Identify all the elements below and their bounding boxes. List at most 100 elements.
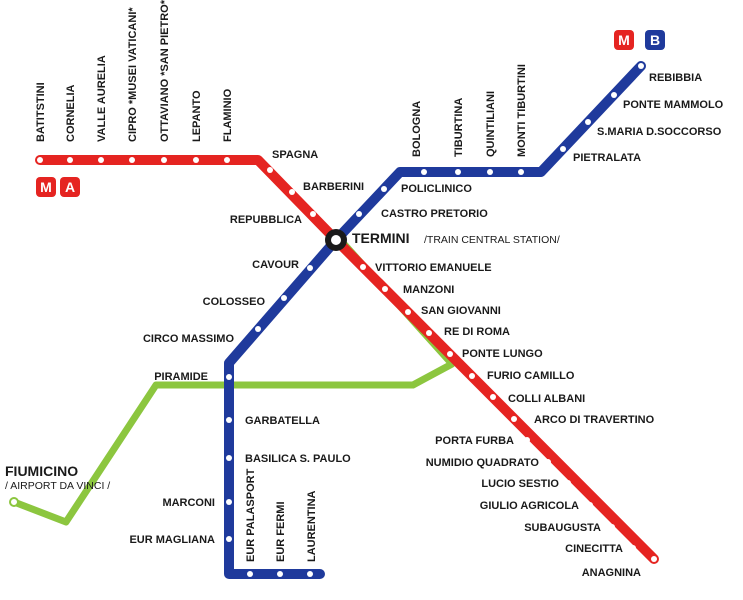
station-marker xyxy=(129,157,135,163)
station-label: ANAGNINA xyxy=(582,567,641,579)
station-label: POLICLINICO xyxy=(401,183,472,195)
station-label: PONTE LUNGO xyxy=(462,348,543,360)
station-marker xyxy=(226,417,232,423)
station-label: VALLE AURELIA xyxy=(96,55,108,142)
station-marker xyxy=(630,545,636,551)
station-label: CIPRO *MUSEI VATICANI* xyxy=(127,7,139,142)
station-label: FURIO CAMILLO xyxy=(487,370,575,382)
termini-note: /TRAIN CENTRAL STATION/ xyxy=(424,234,560,246)
line-b-stops xyxy=(226,63,644,577)
station-label: EUR MAGLIANA xyxy=(129,534,215,546)
station-marker xyxy=(545,459,551,465)
metro-symbol-a: M xyxy=(40,179,52,195)
station-marker xyxy=(611,92,617,98)
line-a-track xyxy=(35,155,659,564)
station-marker xyxy=(281,295,287,301)
station-marker xyxy=(307,571,313,577)
line-b-letter: B xyxy=(650,32,660,48)
station-marker xyxy=(609,524,615,530)
fiumicino-label: FIUMICINO xyxy=(5,463,78,479)
station-marker xyxy=(224,157,230,163)
station-label: BARBERINI xyxy=(303,181,364,193)
station-label: CORNELIA xyxy=(65,85,77,143)
station-marker xyxy=(226,499,232,505)
station-label: BASILICA S. PAULO xyxy=(245,453,351,465)
termini-interchange-marker xyxy=(325,229,347,251)
fiumicino-terminus xyxy=(9,497,19,507)
station-marker xyxy=(381,186,387,192)
station-label: FLAMINIO xyxy=(222,88,234,142)
station-marker xyxy=(161,157,167,163)
station-marker xyxy=(356,211,362,217)
station-label: PIRAMIDE xyxy=(154,371,208,383)
station-marker xyxy=(307,265,313,271)
station-marker xyxy=(447,351,453,357)
station-label: BATITSTINI xyxy=(35,82,47,142)
station-marker xyxy=(98,157,104,163)
station-label: ARCO DI TRAVERTINO xyxy=(534,414,655,426)
station-label: EUR FERMI xyxy=(275,502,287,563)
station-label: REBIBBIA xyxy=(649,72,702,84)
station-label: GIULIO AGRICOLA xyxy=(480,500,579,512)
station-marker xyxy=(585,119,591,125)
station-label: COLOSSEO xyxy=(203,296,266,308)
station-marker xyxy=(226,536,232,542)
station-marker xyxy=(518,169,524,175)
station-label: PONTE MAMMOLO xyxy=(623,99,724,111)
station-label: LEPANTO xyxy=(191,90,203,142)
station-label: OTTAVIANO *SAN PIETRO* xyxy=(159,0,171,142)
station-marker xyxy=(487,169,493,175)
station-marker xyxy=(426,330,432,336)
station-marker xyxy=(277,571,283,577)
station-label: CIRCO MASSIMO xyxy=(143,333,235,345)
station-marker xyxy=(310,211,316,217)
station-label: BOLOGNA xyxy=(411,101,423,157)
termini-label: TERMINI xyxy=(352,230,410,246)
station-marker xyxy=(193,157,199,163)
station-marker xyxy=(638,63,644,69)
station-label: NUMIDIO QUADRATO xyxy=(426,457,540,469)
station-label: MANZONI xyxy=(403,284,454,296)
station-marker xyxy=(247,571,253,577)
station-label: COLLI ALBANI xyxy=(508,393,585,405)
station-label: QUINTILIANI xyxy=(485,91,497,157)
station-label: PORTA FURBA xyxy=(435,435,514,447)
station-label: CINECITTA xyxy=(565,543,623,555)
station-label: LUCIO SESTIO xyxy=(481,478,559,490)
station-marker xyxy=(651,556,657,562)
station-label: MARCONI xyxy=(162,497,215,509)
station-marker xyxy=(267,167,273,173)
station-label: RE DI ROMA xyxy=(444,326,510,338)
station-marker xyxy=(560,146,566,152)
station-marker xyxy=(67,157,73,163)
station-marker xyxy=(421,169,427,175)
station-label: VITTORIO EMANUELE xyxy=(375,262,492,274)
station-label: EUR PALASPORT xyxy=(245,468,257,562)
station-label: GARBATELLA xyxy=(245,415,320,427)
station-label: S.MARIA D.SOCCORSO xyxy=(597,126,722,138)
station-marker xyxy=(455,169,461,175)
station-marker xyxy=(405,309,411,315)
station-label: LAURENTINA xyxy=(306,490,318,562)
station-label: SPAGNA xyxy=(272,149,318,161)
station-marker xyxy=(255,326,261,332)
station-marker xyxy=(511,416,517,422)
station-label: TIBURTINA xyxy=(453,98,465,157)
station-marker xyxy=(37,157,43,163)
station-marker xyxy=(226,374,232,380)
station-label: REPUBBLICA xyxy=(230,214,302,226)
line-b-badge: M B xyxy=(614,30,665,50)
station-marker xyxy=(587,502,593,508)
station-marker xyxy=(469,373,475,379)
line-a-stops xyxy=(37,157,657,562)
station-marker xyxy=(490,394,496,400)
metro-symbol-b: M xyxy=(618,32,630,48)
fiumicino-note: / AIRPORT DA VINCI / xyxy=(5,480,110,492)
station-marker xyxy=(360,264,366,270)
station-label: SAN GIOVANNI xyxy=(421,305,501,317)
station-label: MONTI TIBURTINI xyxy=(516,64,528,157)
station-label: PIETRALATA xyxy=(573,152,641,164)
line-a-badge: M A xyxy=(36,177,80,197)
station-marker xyxy=(382,286,388,292)
